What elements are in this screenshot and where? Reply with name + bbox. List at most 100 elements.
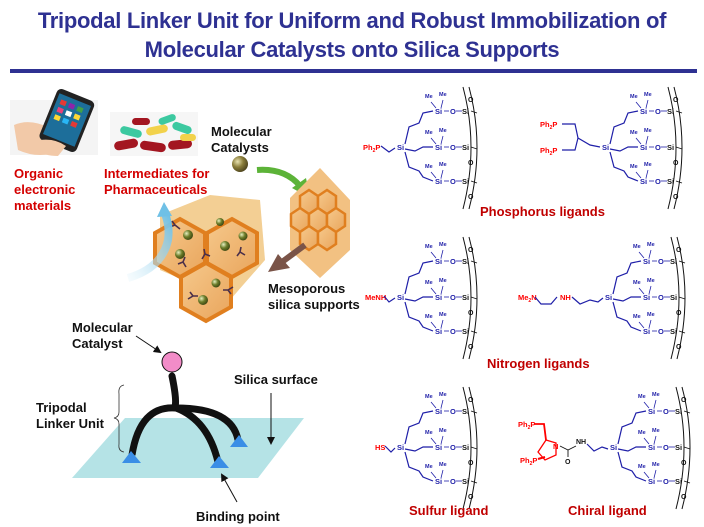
methyl-label: Me xyxy=(425,244,433,250)
silyl-si-atom: Si xyxy=(435,143,442,152)
bond xyxy=(404,446,433,452)
methyl-label: Me xyxy=(644,92,652,98)
bond xyxy=(645,135,649,145)
surface-si-atom: Si xyxy=(670,293,677,302)
bond xyxy=(638,321,645,329)
methyl-label: Me xyxy=(425,314,433,320)
surface-oxygen: O xyxy=(681,397,687,404)
bond xyxy=(562,137,579,151)
brown-arrow-icon xyxy=(280,242,307,265)
methyl-label: Me xyxy=(425,430,433,436)
surface-oxygen: O xyxy=(676,310,682,317)
methyl-label: Me xyxy=(425,130,433,136)
methyl-label: Me xyxy=(425,464,433,470)
surface-oxygen: O xyxy=(676,247,682,254)
surface-oxygen: O xyxy=(468,494,474,501)
bond xyxy=(430,101,437,109)
catalyst-circle-icon xyxy=(161,351,183,373)
methyl-label: Me xyxy=(439,428,447,434)
methyl-label: Me xyxy=(439,242,447,248)
bond xyxy=(562,123,601,148)
oxygen-atom: O xyxy=(450,407,456,416)
silyl-si-atom: Si xyxy=(648,443,655,452)
silyl-si-atom: Si xyxy=(435,477,442,486)
bond xyxy=(683,446,691,450)
tripodal-linker-label: Tripodal Linker Unit xyxy=(36,400,104,432)
silica-wall-arc xyxy=(462,386,472,510)
methyl-label: Me xyxy=(638,430,646,436)
bond xyxy=(404,146,433,152)
silica-wall-arc xyxy=(673,86,683,210)
silyl-si-atom: Si xyxy=(648,477,655,486)
bond xyxy=(653,399,657,409)
bond xyxy=(648,249,652,259)
methyl-label: Me xyxy=(630,130,638,136)
methyl-label: Me xyxy=(425,394,433,400)
silica-wall-arc xyxy=(667,86,677,210)
silica-surface-label: Silica surface xyxy=(234,372,318,387)
bond xyxy=(609,146,638,152)
oxygen-atom: O xyxy=(663,477,669,486)
ph2p-group: Ph2P xyxy=(520,456,537,467)
silyl-si-atom: Si xyxy=(435,177,442,186)
bond xyxy=(404,260,434,295)
binding-point-icon xyxy=(210,456,229,468)
oxygen-atom: O xyxy=(655,177,661,186)
oxygen-atom: O xyxy=(663,407,669,416)
methyl-label: Me xyxy=(647,278,655,284)
silica-wall-arc xyxy=(468,86,478,210)
methyl-label: Me xyxy=(439,312,447,318)
me2n-group: Me2N xyxy=(518,293,537,304)
bond xyxy=(470,296,478,300)
surface-oxygen: O xyxy=(673,160,679,167)
silica-wall-arc xyxy=(675,386,685,510)
blue-arrow-icon xyxy=(126,212,173,282)
bond xyxy=(643,401,650,409)
bond xyxy=(645,99,649,109)
silyl-si-atom: Si xyxy=(435,107,442,116)
methyl-label: Me xyxy=(647,312,655,318)
amide-nh: NH xyxy=(576,439,586,446)
methyl-label: Me xyxy=(652,428,660,434)
silica-wall-arc xyxy=(468,386,478,510)
bond xyxy=(440,469,444,479)
methyl-label: Me xyxy=(652,462,660,468)
bond xyxy=(612,260,642,295)
bond xyxy=(440,319,444,329)
silica-wall-arc xyxy=(462,86,472,210)
surface-si-atom: Si xyxy=(462,257,469,266)
bond xyxy=(612,296,641,302)
silica-wall-arc xyxy=(670,236,680,360)
methyl-label: Me xyxy=(439,392,447,398)
bond xyxy=(635,101,642,109)
silica-wall-arc xyxy=(468,236,478,360)
surface-oxygen: O xyxy=(468,194,474,201)
surface-si-atom: Si xyxy=(670,257,677,266)
silyl-si-atom: Si xyxy=(640,107,647,116)
bond xyxy=(648,285,652,295)
title-line-2: Molecular Catalysts onto Silica Supports xyxy=(144,37,560,62)
silyl-si-atom: Si xyxy=(435,327,442,336)
hs-group: HS xyxy=(375,443,385,452)
silica-wall-arc xyxy=(681,386,691,510)
bond xyxy=(645,169,649,179)
bond xyxy=(635,137,642,145)
bond xyxy=(404,451,434,482)
label-line: Mesoporous xyxy=(268,281,346,296)
bond xyxy=(440,169,444,179)
bond xyxy=(537,455,546,461)
surface-si-atom: Si xyxy=(675,477,682,486)
bond xyxy=(440,399,444,409)
surface-oxygen: O xyxy=(681,460,687,467)
silyl-si-atom: Si xyxy=(640,177,647,186)
binding-pointer-arrow xyxy=(221,473,238,503)
silica-wall-arc xyxy=(676,236,686,360)
central-si-atom: Si xyxy=(610,443,617,452)
ph2p-group: Ph2P xyxy=(518,420,535,431)
bond xyxy=(380,145,396,153)
bond xyxy=(383,295,396,303)
label-line: Molecular xyxy=(72,320,133,335)
label-line: Catalysts xyxy=(211,140,269,155)
oxygen-atom: O xyxy=(450,143,456,152)
